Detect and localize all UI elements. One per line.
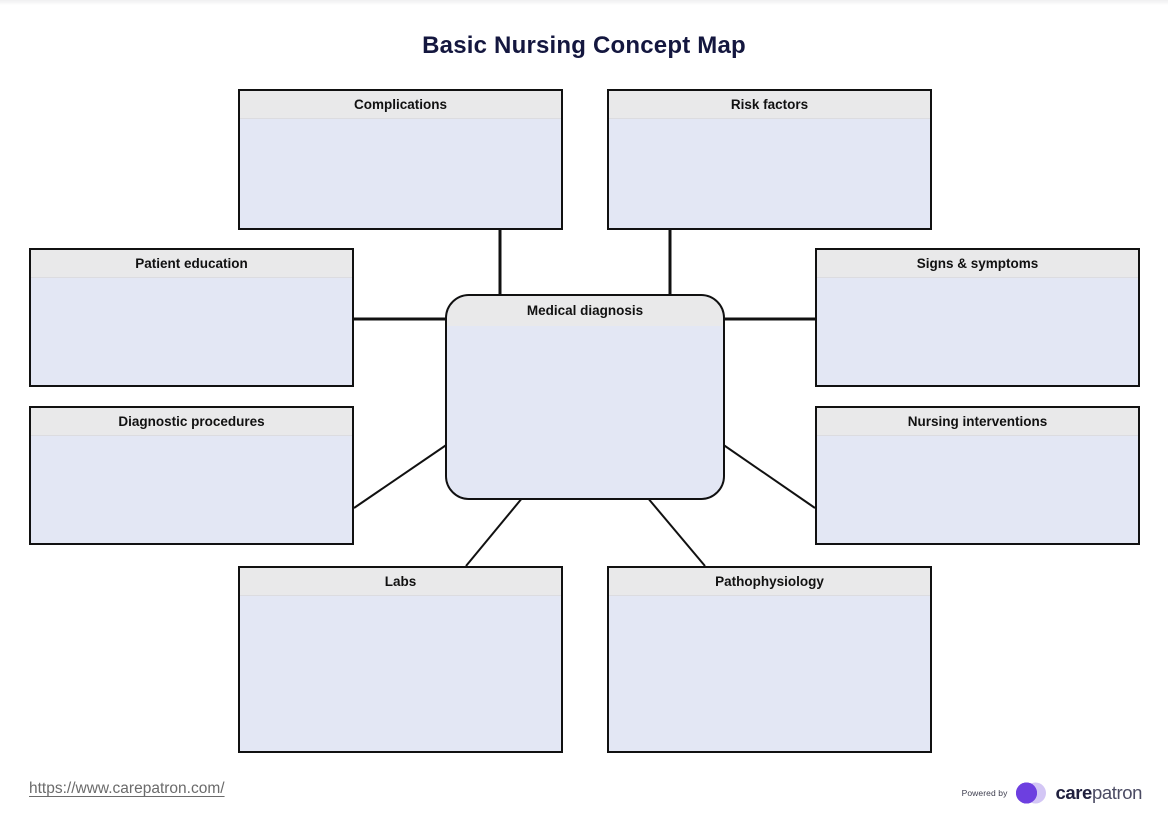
node-patient-education-body[interactable] <box>31 278 352 384</box>
node-diagnostic-procedures-body[interactable] <box>31 436 352 542</box>
node-signs-and-symptoms-header: Signs & symptoms <box>817 250 1138 278</box>
connector-diagnostic-procedures <box>353 436 459 509</box>
node-nursing-interventions-label: Nursing interventions <box>907 413 1048 429</box>
node-pathophysiology[interactable]: Pathophysiology <box>607 566 932 753</box>
node-pathophysiology-body[interactable] <box>609 596 930 750</box>
node-diagnostic-procedures-header: Diagnostic procedures <box>31 408 352 436</box>
node-diagnostic-procedures-label: Diagnostic procedures <box>118 413 265 429</box>
node-signs-and-symptoms-body[interactable] <box>817 278 1138 384</box>
page-top-edge <box>0 0 1168 5</box>
node-diagnostic-procedures[interactable]: Diagnostic procedures <box>29 406 354 545</box>
node-medical-diagnosis-label: Medical diagnosis <box>526 303 644 319</box>
node-pathophysiology-header: Pathophysiology <box>609 568 930 596</box>
node-risk-factors[interactable]: Risk factors <box>607 89 932 230</box>
carepatron-wordmark-bold: care <box>1055 781 1092 803</box>
carepatron-wordmark-light: patron <box>1091 781 1142 803</box>
node-labs-label: Labs <box>384 573 417 589</box>
node-medical-diagnosis-header: Medical diagnosis <box>447 296 723 326</box>
node-patient-education[interactable]: Patient education <box>29 248 354 387</box>
node-signs-and-symptoms[interactable]: Signs & symptoms <box>815 248 1140 387</box>
connector-labs <box>465 496 524 567</box>
node-complications-label: Complications <box>353 96 447 112</box>
node-risk-factors-body[interactable] <box>609 119 930 227</box>
node-nursing-interventions[interactable]: Nursing interventions <box>815 406 1140 545</box>
node-risk-factors-header: Risk factors <box>609 91 930 119</box>
node-complications-header: Complications <box>240 91 561 119</box>
page-title: Basic Nursing Concept Map <box>422 32 746 59</box>
connector-pathophysiology <box>646 496 706 567</box>
carepatron-wordmark: carepatron <box>1055 781 1142 803</box>
carepatron-logo-icon <box>1016 782 1047 804</box>
node-complications[interactable]: Complications <box>238 89 563 230</box>
node-nursing-interventions-body[interactable] <box>817 436 1138 542</box>
node-signs-and-symptoms-label: Signs & symptoms <box>916 255 1039 271</box>
node-medical-diagnosis-body[interactable] <box>447 326 723 498</box>
node-labs[interactable]: Labs <box>238 566 563 753</box>
connector-nursing-interventions <box>711 436 816 509</box>
node-labs-header: Labs <box>240 568 561 596</box>
node-pathophysiology-label: Pathophysiology <box>715 573 824 589</box>
node-medical-diagnosis[interactable]: Medical diagnosis <box>445 294 725 500</box>
node-risk-factors-label: Risk factors <box>730 96 809 112</box>
node-patient-education-label: Patient education <box>135 255 248 271</box>
carepatron-branding: Powered by carepatron <box>962 780 1142 806</box>
carepatron-url-link[interactable]: https://www.carepatron.com/ <box>29 780 225 797</box>
node-patient-education-header: Patient education <box>31 250 352 278</box>
node-nursing-interventions-header: Nursing interventions <box>817 408 1138 436</box>
node-complications-body[interactable] <box>240 119 561 227</box>
powered-by-label: Powered by <box>961 788 1008 798</box>
node-labs-body[interactable] <box>240 596 561 750</box>
